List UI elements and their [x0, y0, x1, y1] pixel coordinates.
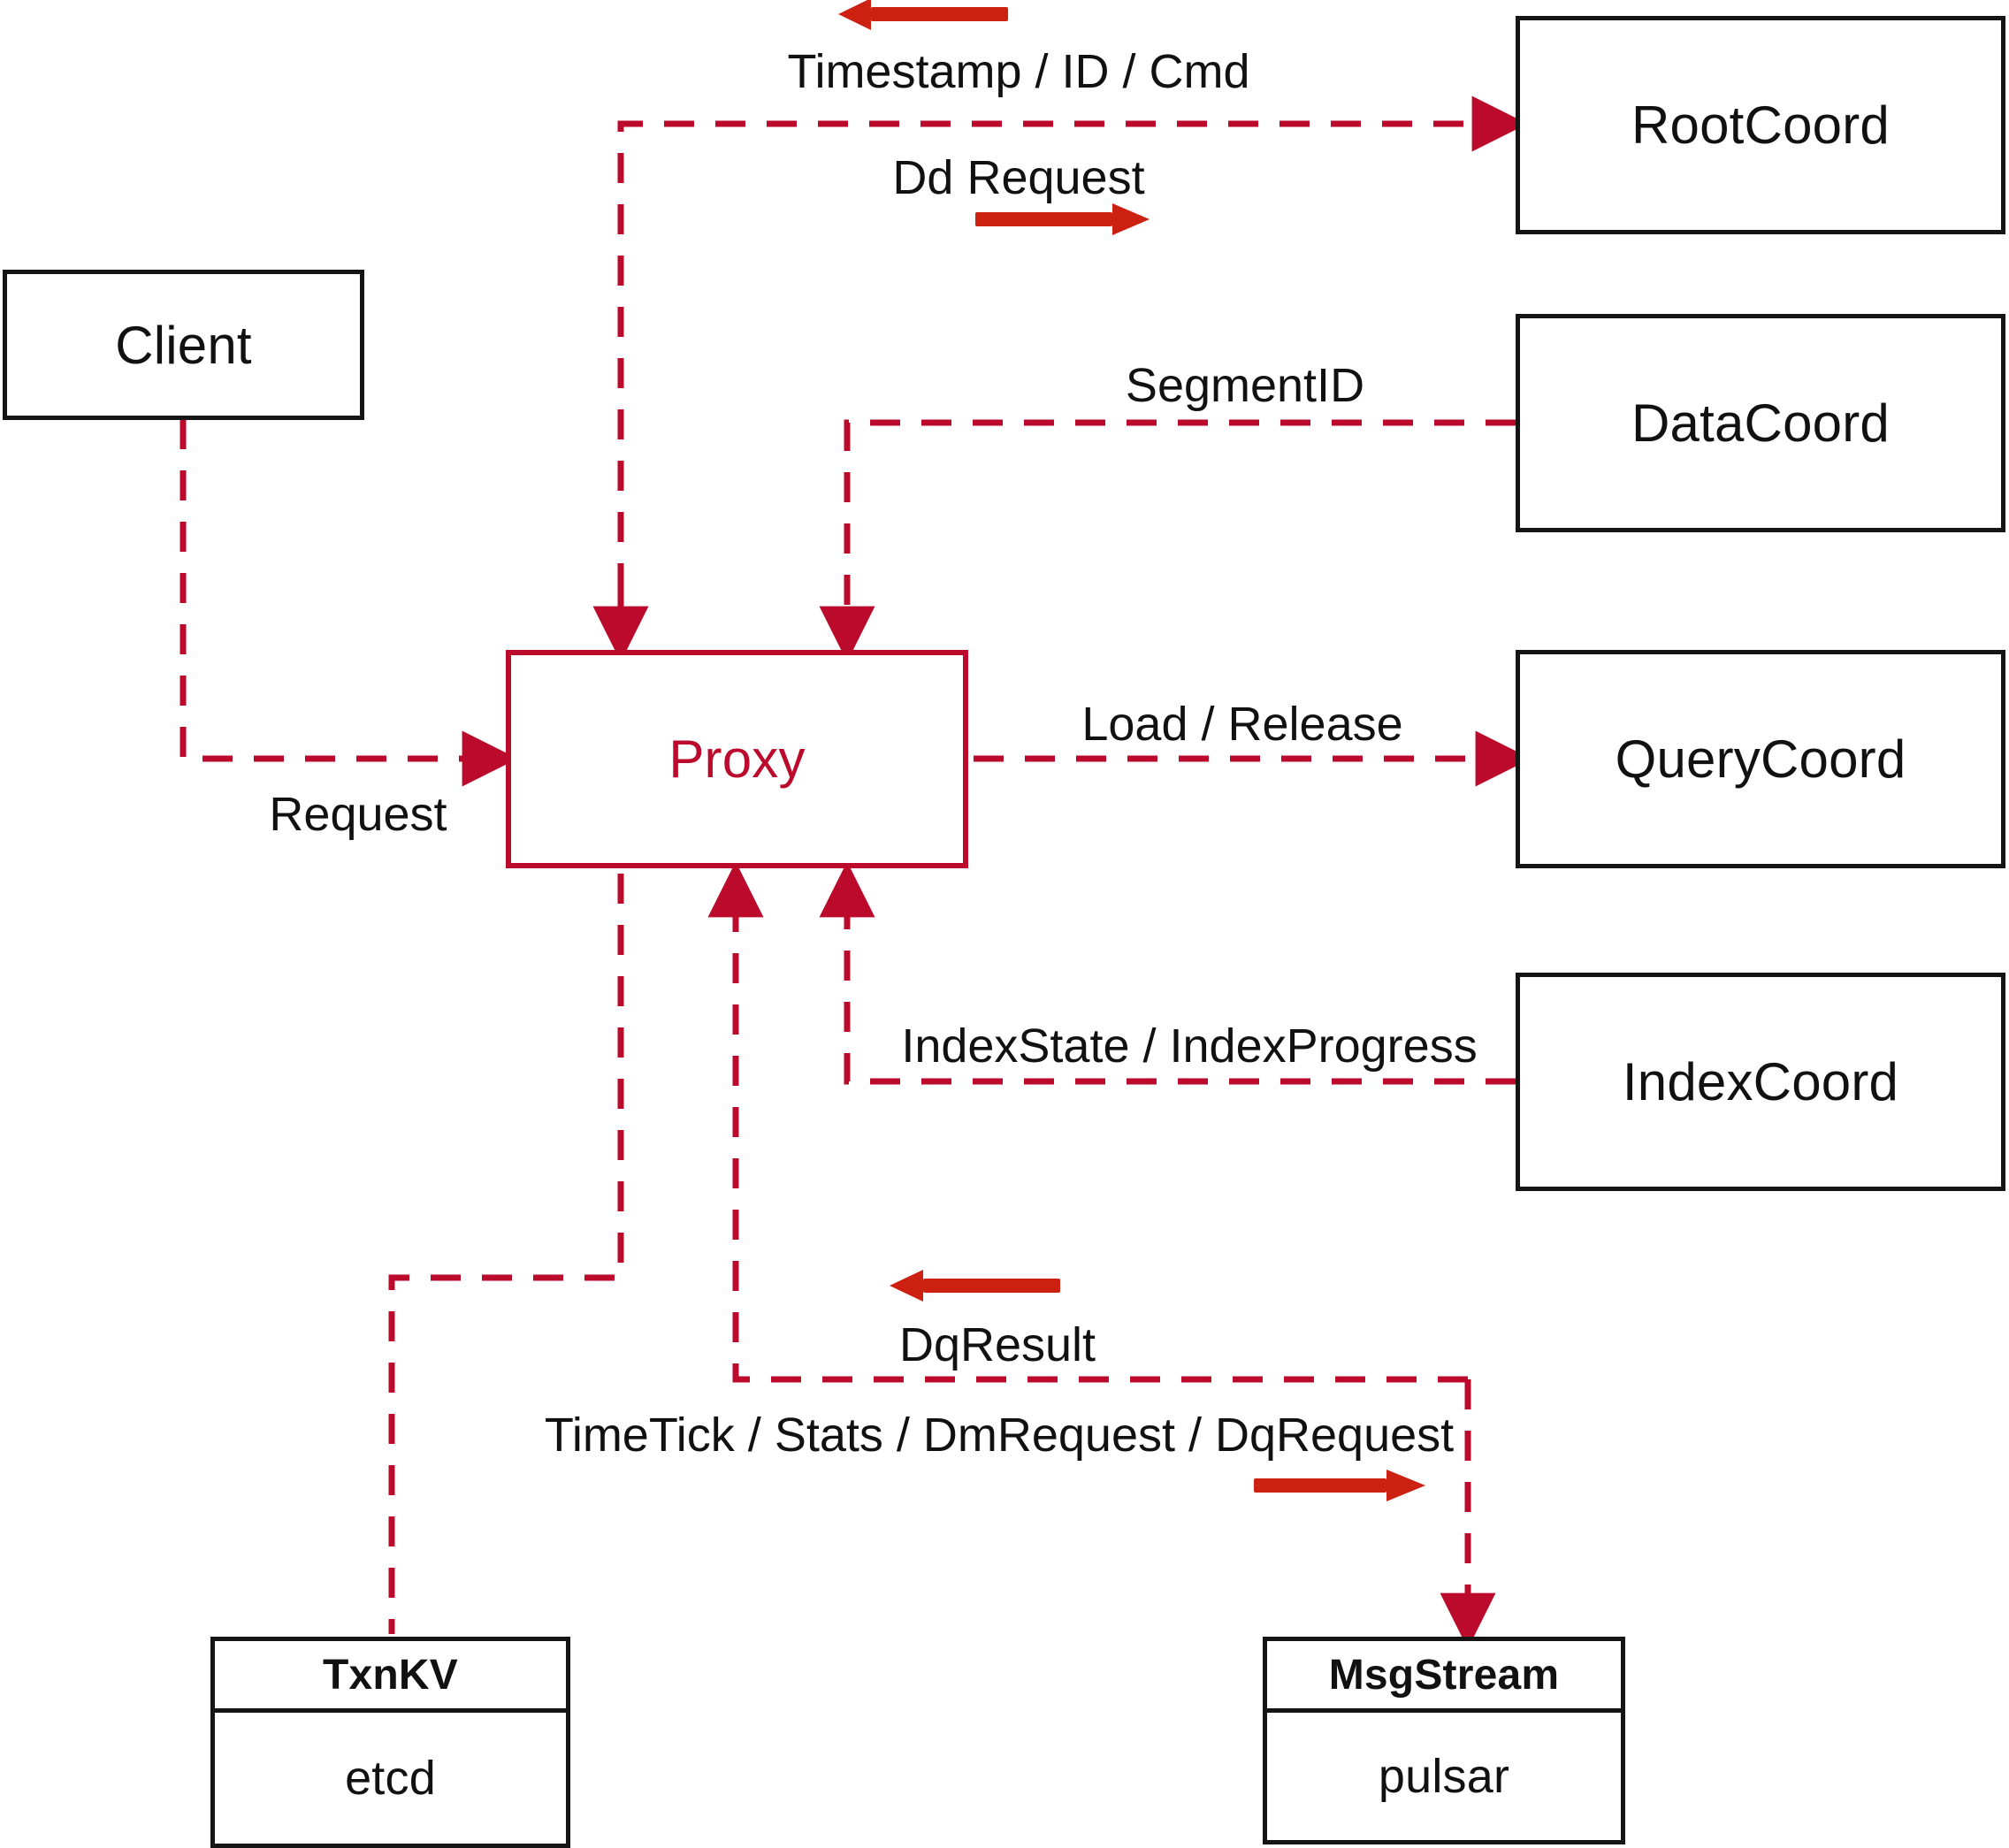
wire-proxy-to-rootcoord [617, 95, 1528, 645]
node-proxy[interactable]: Proxy [506, 650, 968, 868]
node-txnkv-title: TxnKV [322, 1651, 458, 1699]
edge-label-load-release: Load / Release [1081, 698, 1403, 751]
node-txnkv-impl: etcd [345, 1752, 436, 1805]
edge-label-timetick-stats: TimeTick / Stats / DmRequest / DqRequest [544, 1409, 1455, 1462]
node-msgstream[interactable]: MsgStream pulsar [1263, 1637, 1625, 1844]
node-indexcoord-label: IndexCoord [1622, 1052, 1899, 1111]
wire-proxy-to-txnkv [388, 874, 624, 1634]
node-client[interactable]: Client [3, 270, 364, 420]
edge-label-segment-id: SegmentID [1125, 359, 1365, 412]
edge-label-dd-request: Dd Request [892, 151, 1145, 204]
node-rootcoord-label: RootCoord [1631, 95, 1890, 155]
node-msgstream-body: pulsar [1267, 1713, 1621, 1840]
node-txnkv-header: TxnKV [215, 1641, 566, 1713]
node-proxy-label: Proxy [668, 729, 806, 789]
wire-datacoord-to-proxy [819, 419, 1516, 662]
edge-label-request: Request [269, 788, 447, 841]
edge-label-index-state-progress: IndexState / IndexProgress [901, 1019, 1478, 1073]
node-querycoord[interactable]: QueryCoord [1516, 650, 2005, 868]
direction-arrow-dd-request [975, 203, 1150, 235]
node-msgstream-title: MsgStream [1328, 1651, 1560, 1699]
node-rootcoord[interactable]: RootCoord [1516, 16, 2005, 234]
edge-label-dq-result: DqResult [898, 1318, 1096, 1371]
node-datacoord-label: DataCoord [1631, 393, 1890, 453]
wire-client-to-proxy [180, 419, 518, 787]
direction-arrow-timetick [1254, 1470, 1425, 1501]
direction-arrow-group [838, 0, 1425, 1501]
node-msgstream-header: MsgStream [1267, 1641, 1621, 1713]
wire-msgstream-to-proxy [707, 861, 1468, 1383]
node-datacoord[interactable]: DataCoord [1516, 314, 2005, 532]
wire-indexcoord-to-proxy [819, 861, 1516, 1085]
node-txnkv-body: etcd [215, 1713, 566, 1844]
node-msgstream-impl: pulsar [1378, 1750, 1510, 1803]
direction-arrow-dq-result [890, 1270, 1060, 1302]
node-txnkv[interactable]: TxnKV etcd [210, 1637, 570, 1848]
node-client-label: Client [115, 315, 252, 375]
direction-arrow-timestamp [838, 0, 1008, 30]
node-querycoord-label: QueryCoord [1615, 729, 1906, 789]
edge-label-timestamp-id-cmd: Timestamp / ID / Cmd [787, 45, 1250, 98]
node-indexcoord[interactable]: IndexCoord [1516, 973, 2005, 1191]
